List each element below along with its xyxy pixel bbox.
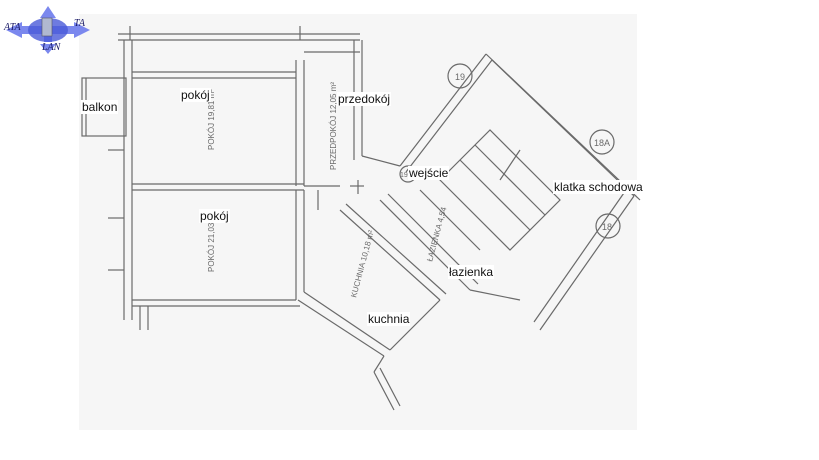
area-pokoj-1: POKÓJ 19,81 m² (207, 89, 216, 150)
logo-text-bottom: LAN (42, 42, 61, 53)
area-pokoj-2: POKÓJ 21,03 m² (207, 211, 216, 272)
company-logo: ATA TA LAN (2, 4, 94, 56)
label-lazienka: łazienka (448, 265, 495, 279)
marker-19a: 19A (400, 172, 413, 179)
area-przedpokoj: PRZEDPOKÓJ 12,05 m² (329, 82, 338, 170)
logo-text-right: TA (74, 18, 85, 29)
area-kuchnia: KUCHNIA 10,18 m² (349, 229, 376, 299)
label-balkon: balkon (81, 100, 119, 114)
marker-19: 19 (455, 72, 465, 82)
logo-graphic (6, 6, 90, 54)
logo-text-left: ATA (4, 22, 21, 33)
plan-paper (79, 14, 637, 430)
label-klatka-schodowa: klatka schodowa (553, 180, 644, 194)
label-pokoj-bottom: pokój (199, 209, 230, 223)
label-przedpokoj: przedokój (337, 92, 392, 106)
label-pokoj-top: pokój (180, 88, 211, 102)
label-kuchnia: kuchnia (367, 312, 411, 326)
marker-18: 18 (602, 222, 612, 232)
marker-18a: 18A (594, 138, 610, 148)
label-wejscie: wejście (408, 166, 450, 180)
